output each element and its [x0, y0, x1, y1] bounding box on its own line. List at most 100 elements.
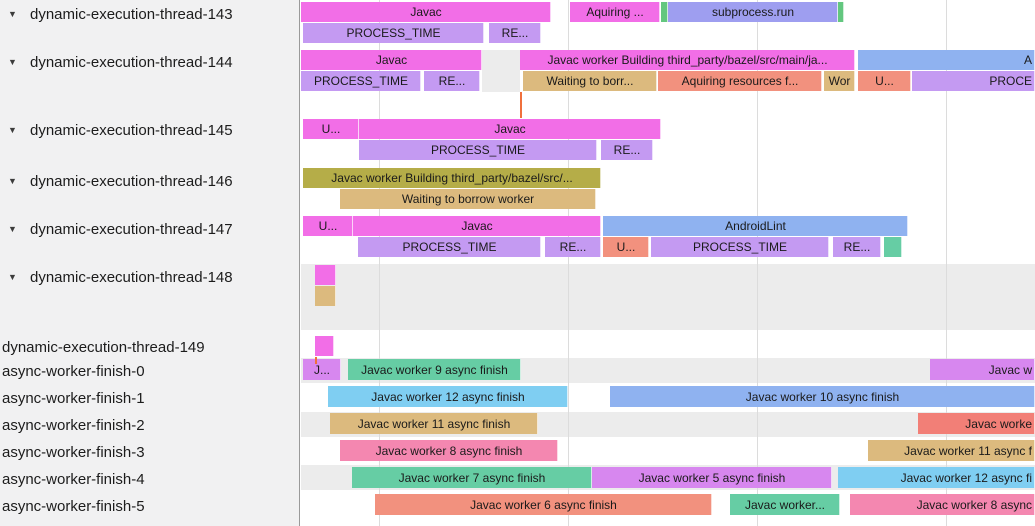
timeline-span[interactable]: Aquiring ... — [570, 2, 660, 22]
timeline-span[interactable]: Aquiring resources f... — [658, 71, 822, 91]
timeline-span[interactable]: Javac worker 11 async finish — [330, 413, 538, 434]
timeline-span[interactable] — [661, 2, 668, 22]
track-name-label: dynamic-execution-thread-148 — [30, 268, 233, 286]
timeline-span[interactable]: PROCE — [912, 71, 1035, 91]
timeline-span-label: Javac — [410, 5, 442, 19]
track-group-label-row[interactable]: ▼ dynamic-execution-thread-145 — [0, 121, 233, 139]
timeline-span[interactable]: subprocess.run — [668, 2, 838, 22]
timeline-span[interactable]: RE... — [424, 71, 480, 91]
timeline-span[interactable]: Javac worke — [918, 413, 1035, 434]
collapse-triangle-icon[interactable]: ▼ — [8, 57, 17, 67]
timeline-span[interactable]: Javac worker 8 async — [850, 494, 1035, 515]
timeline-span[interactable]: RE... — [545, 237, 601, 257]
timeline-span[interactable]: Javac worker Building third_party/bazel/… — [303, 168, 601, 188]
collapse-triangle-icon[interactable]: ▼ — [8, 125, 17, 135]
timeline-span[interactable]: RE... — [833, 237, 881, 257]
timeline-span-label: Javac worker 7 async finish — [398, 470, 546, 485]
timeline-span[interactable]: U... — [303, 216, 353, 236]
timeline-span[interactable]: Javac — [359, 119, 661, 139]
timeline-span[interactable]: Javac worker 11 async f — [868, 440, 1035, 461]
track-group-label-row[interactable]: async-worker-finish-1 — [0, 389, 145, 407]
timeline-span-label: PROCESS_TIME — [346, 26, 441, 40]
timeline-span[interactable]: Wor — [824, 71, 855, 91]
timeline-span-label: Javac worker 12 async fi — [900, 470, 1032, 485]
timeline-span-label: U... — [875, 74, 894, 88]
timeline-span-label: Javac worker 6 async finish — [470, 497, 617, 512]
timeline-span-label: Javac worker 11 async finish — [357, 416, 511, 431]
timeline-span[interactable]: U... — [603, 237, 649, 257]
timeline-span[interactable]: Waiting to borrow worker — [340, 189, 596, 209]
timeline-span[interactable]: Javac worker 9 async finish — [348, 359, 521, 380]
track-group-label-row[interactable]: ▼ dynamic-execution-thread-144 — [0, 53, 233, 71]
timeline-span[interactable]: Javac worker... — [730, 494, 840, 515]
track-name-label: async-worker-finish-0 — [2, 362, 145, 380]
timeline-span[interactable]: Javac w — [930, 359, 1035, 380]
timeline-span-label: Javac worker 8 async — [916, 497, 1032, 512]
collapse-triangle-icon[interactable]: ▼ — [8, 9, 17, 19]
track-group-label-row[interactable]: async-worker-finish-2 — [0, 416, 145, 434]
instant-event-marker[interactable] — [315, 357, 317, 364]
timeline-span[interactable]: Javac worker 8 async finish — [340, 440, 558, 461]
timeline-span[interactable]: Javac worker 12 async fi — [838, 467, 1035, 488]
track-group-label-row[interactable]: async-worker-finish-5 — [0, 497, 145, 515]
timeline-span-label: J... — [313, 362, 330, 377]
timeline-span[interactable]: U... — [303, 119, 359, 139]
instant-event-marker[interactable] — [520, 92, 522, 118]
timeline-span[interactable] — [838, 2, 844, 22]
track-name-label: dynamic-execution-thread-145 — [30, 121, 233, 139]
timeline-span[interactable]: AndroidLint — [603, 216, 908, 236]
timeline-span[interactable]: RE... — [601, 140, 653, 160]
timeline-span[interactable]: Javac worker 10 async finish — [610, 386, 1035, 407]
collapse-triangle-icon[interactable]: ▼ — [8, 272, 17, 282]
track-group-label-row[interactable]: dynamic-execution-thread-149 — [0, 338, 205, 356]
timeline-span-label: Javac — [494, 122, 526, 136]
timeline-span[interactable]: A — [858, 50, 1035, 70]
track-name-label: async-worker-finish-5 — [2, 497, 145, 515]
timeline-span[interactable] — [315, 336, 334, 356]
timeline-span[interactable]: Javac worker Building third_party/bazel/… — [520, 50, 855, 70]
track-name-label: async-worker-finish-2 — [2, 416, 145, 434]
track-name-label: dynamic-execution-thread-149 — [2, 338, 205, 356]
track-group-label-row[interactable]: async-worker-finish-4 — [0, 470, 145, 488]
timeline-span[interactable]: PROCESS_TIME — [303, 23, 484, 43]
timeline-span[interactable] — [315, 265, 336, 285]
timeline-span-label: Waiting to borr... — [546, 74, 634, 88]
track-name-label: dynamic-execution-thread-147 — [30, 220, 233, 238]
timeline-span-label: Javac worker 11 async f — [904, 443, 1032, 458]
timeline-span-label: Wor — [828, 74, 851, 88]
timeline-span[interactable]: U... — [858, 71, 911, 91]
track-group-label-row[interactable]: ▼ dynamic-execution-thread-146 — [0, 172, 233, 190]
timeline-span-label: Javac worker Building third_party/bazel/… — [547, 53, 828, 67]
timeline-span[interactable]: J... — [303, 359, 341, 380]
track-name-label: dynamic-execution-thread-143 — [30, 5, 233, 23]
collapse-triangle-icon[interactable]: ▼ — [8, 224, 17, 234]
timeline-span[interactable]: Javac worker 6 async finish — [375, 494, 712, 515]
track-group-label-row[interactable]: ▼ dynamic-execution-thread-143 — [0, 5, 233, 23]
timeline-span[interactable]: PROCESS_TIME — [651, 237, 829, 257]
track-group-label-row[interactable]: async-worker-finish-3 — [0, 443, 145, 461]
timeline-span-label: Javac worker Building third_party/bazel/… — [331, 171, 573, 185]
timeline-span-label: RE... — [559, 240, 587, 254]
timeline-span[interactable]: PROCESS_TIME — [358, 237, 541, 257]
collapse-triangle-icon[interactable]: ▼ — [8, 176, 17, 186]
timeline-span[interactable]: Javac — [301, 2, 551, 22]
timeline-span-label: AndroidLint — [725, 219, 786, 233]
timeline-span[interactable]: Javac — [353, 216, 601, 236]
timeline-span-label: RE... — [613, 143, 641, 157]
track-name-label: dynamic-execution-thread-144 — [30, 53, 233, 71]
timeline-span[interactable] — [315, 286, 336, 306]
track-group-label-row[interactable]: ▼ dynamic-execution-thread-147 — [0, 220, 233, 238]
timeline-span[interactable]: Javac worker 12 async finish — [328, 386, 568, 407]
timeline-span[interactable]: PROCESS_TIME — [359, 140, 597, 160]
track-group-label-row[interactable]: ▼ dynamic-execution-thread-148 — [0, 268, 233, 286]
timeline-span[interactable]: Javac — [301, 50, 482, 70]
timeline-span[interactable]: Waiting to borr... — [523, 71, 657, 91]
timeline-span-label: U... — [321, 122, 341, 136]
timeline-span[interactable]: RE... — [489, 23, 541, 43]
timeline-span[interactable]: Javac worker 5 async finish — [592, 467, 832, 488]
timeline-span[interactable]: Javac worker 7 async finish — [352, 467, 592, 488]
track-group-label-row[interactable]: async-worker-finish-0 — [0, 362, 145, 380]
timeline-span[interactable] — [884, 237, 902, 257]
timeline-span[interactable]: PROCESS_TIME — [301, 71, 421, 91]
track-name-label: dynamic-execution-thread-146 — [30, 172, 233, 190]
